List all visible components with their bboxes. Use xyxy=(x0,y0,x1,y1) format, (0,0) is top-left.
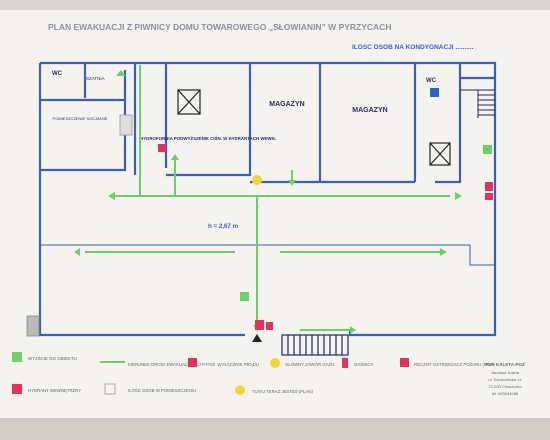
paper-shadow-top xyxy=(0,0,550,10)
plan-title: PLAN EWAKUACJI Z PIWNICY DOMU TOWAROWEGO… xyxy=(48,22,391,32)
legend-fire-alarm-icon xyxy=(400,358,409,367)
legend-extinguisher-icon xyxy=(342,358,348,368)
elevator-shaft-icon xyxy=(177,89,451,166)
you-are-here-icon xyxy=(252,175,262,185)
company-name: PUH KALETA-POŻ xyxy=(485,361,525,367)
legend-hydrant-label: HYDRANT WEWNĘTRZNY xyxy=(28,388,81,393)
occupancy-label: ILOSC OSOB NA KONDYGNACJI .......... xyxy=(352,44,474,51)
room-magazyn-1: MAGAZYN xyxy=(269,101,304,108)
room-hydrofornia: HYDROFORNIA PODWYŻSZENIE CIŚN. W HYDRANT… xyxy=(140,136,276,141)
room-social: POMIESZCZENIE SOCJALNE xyxy=(53,116,108,121)
company-stamp: PUH KALETA-POŻ Jarosław Kaleta ul. Szcze… xyxy=(485,361,525,396)
legend-power-switch-label: P-POŻ. WYŁĄCZNIK PRĄDU xyxy=(202,362,259,367)
company-owner: Jarosław Kaleta xyxy=(491,370,520,375)
exit-sign-icon-2 xyxy=(483,145,492,154)
legend-exit-icon xyxy=(12,352,22,362)
room-wc-right: WC xyxy=(426,78,437,84)
escape-routes xyxy=(85,65,450,331)
legend-people-count-label: ILOŚĆ OSÓB W POMIESZCZENIU xyxy=(128,388,196,393)
legend-you-are-here-label: TUTAJ TERAZ JESTEŚ (PLAN) xyxy=(252,389,314,394)
legend-people-count-icon xyxy=(104,383,116,395)
legend: WYJŚCIE DO OBIEKTU KIERUNEK DROGI EWAKUA… xyxy=(12,352,495,395)
room-height-note: h = 2,67 m xyxy=(208,223,239,230)
extinguisher-icon xyxy=(485,182,493,191)
legend-you-are-here-icon xyxy=(235,385,245,395)
fire-alarm-icon xyxy=(485,193,493,200)
hydrant-icon-2 xyxy=(255,320,264,330)
legend-fire-alarm-label: RĘCZNY OSTRZEGACZ POŻARU (ROP) xyxy=(414,362,495,367)
company-street: ul. Szczecińska 14 xyxy=(488,377,522,382)
escape-arrow-icon xyxy=(74,70,462,334)
company-city: 72-200 Choszczno xyxy=(488,384,522,389)
room-storage: SZATNIA xyxy=(86,76,105,81)
hydrant-box-icon-2 xyxy=(119,114,133,136)
frame-bottom xyxy=(0,418,550,440)
legend-gas-valve-label: GŁÓWNY ZAWÓR GAZU xyxy=(285,362,334,367)
legend-hydrant-icon xyxy=(12,384,22,394)
legend-extinguisher-label: GAŚNICA xyxy=(354,362,373,367)
stairs-right xyxy=(460,89,495,118)
company-phone: tel. 603641088 xyxy=(492,391,519,396)
hydrant-box-icon xyxy=(26,315,40,337)
stairs-bottom xyxy=(281,334,349,356)
legend-route-label: KIERUNEK DROGI EWAKUACYJNEJ xyxy=(128,362,201,367)
legend-gas-valve-icon xyxy=(270,358,280,368)
exit-sign-icon xyxy=(240,292,249,301)
extinguisher-icon-2 xyxy=(266,322,273,330)
room-magazyn-2: MAGAZYN xyxy=(352,107,387,114)
fire-safety-icons xyxy=(26,114,493,342)
legend-power-switch-icon xyxy=(188,358,197,367)
legend-exit-label: WYJŚCIE DO OBIEKTU xyxy=(28,354,77,361)
gas-valve-icon xyxy=(252,334,262,342)
accessible-wc-icon xyxy=(430,88,439,97)
room-wc-left: WC xyxy=(52,71,63,77)
hydrant-icon xyxy=(158,144,166,152)
